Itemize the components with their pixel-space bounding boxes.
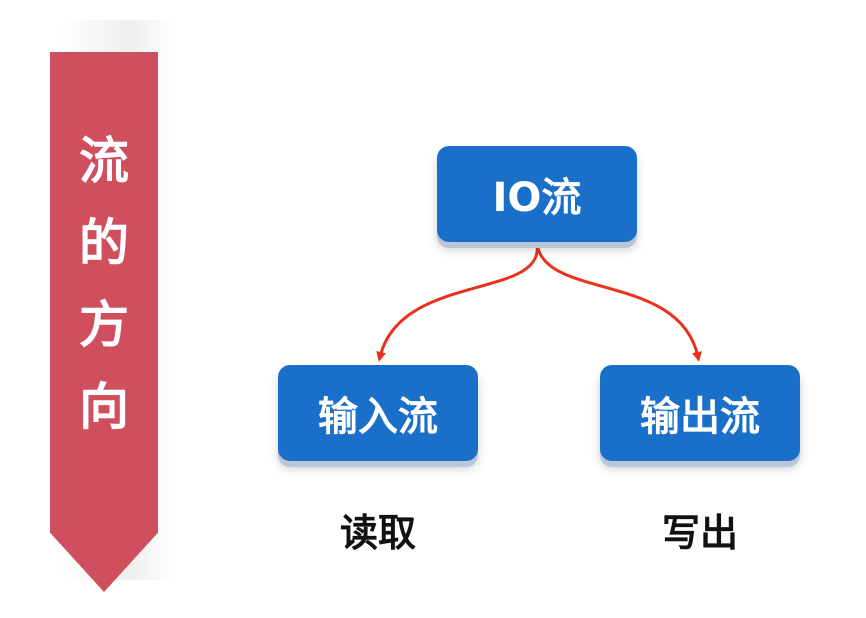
arrow-to-input [376,243,539,362]
banner-char: 流 [79,132,129,190]
banner-char: 向 [79,378,129,436]
write-caption: 写出 [661,511,738,555]
banner-title: 流 的 方 向 [50,120,158,448]
io-stream-node: IO流 [437,146,637,242]
read-caption: 读取 [339,511,416,555]
output-stream-label: 输出流 [640,394,760,440]
banner-char: 方 [79,296,129,354]
io-stream-label: IO流 [492,175,582,221]
output-stream-node: 输出流 [600,365,800,461]
banner-char: 的 [79,214,129,272]
input-stream-label: 输入流 [318,394,438,440]
title-banner [50,52,158,592]
input-stream-node: 输入流 [278,365,478,461]
arrow-to-output [535,243,702,362]
